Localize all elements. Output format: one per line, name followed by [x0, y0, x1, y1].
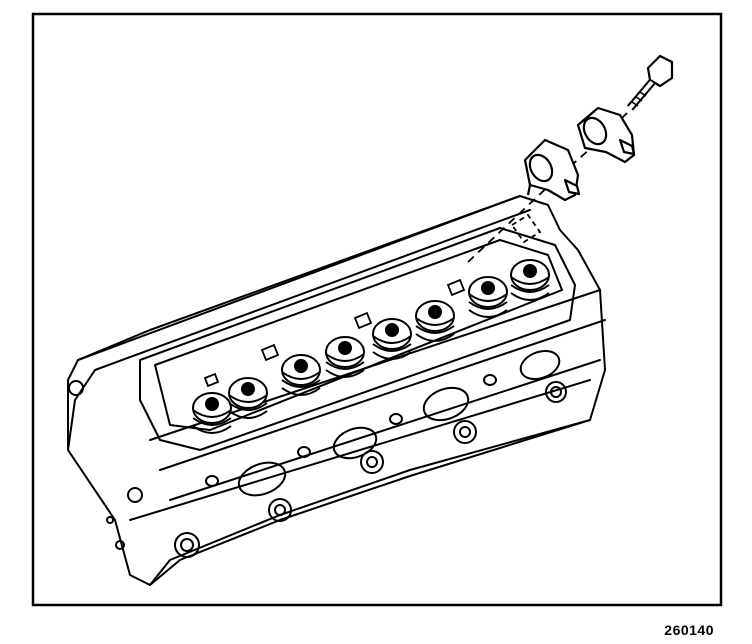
- pivot-seat-outline: [510, 213, 542, 244]
- valve-spring: [325, 336, 365, 378]
- valve-spring: [281, 354, 321, 396]
- valve-spring: [510, 259, 550, 301]
- head-bolt-bosses: [174, 381, 567, 558]
- cylinder-head: [67, 195, 606, 586]
- exhaust-ports: [205, 349, 561, 497]
- rocker-arm-upper: [576, 106, 636, 164]
- valve-spring: [415, 300, 455, 342]
- valve-spring: [228, 377, 268, 419]
- assembly-guide-line: [467, 89, 651, 263]
- rocker-bolt: [626, 54, 674, 111]
- figure-border: [31, 12, 723, 607]
- rocker-arm-lower: [523, 138, 581, 202]
- rocker-pedestals: [203, 278, 466, 388]
- valve-springs: [192, 259, 550, 434]
- valve-spring: [372, 318, 412, 360]
- figure-id-label: 260140: [664, 622, 714, 638]
- valve-spring: [192, 392, 232, 434]
- valve-spring: [468, 276, 508, 318]
